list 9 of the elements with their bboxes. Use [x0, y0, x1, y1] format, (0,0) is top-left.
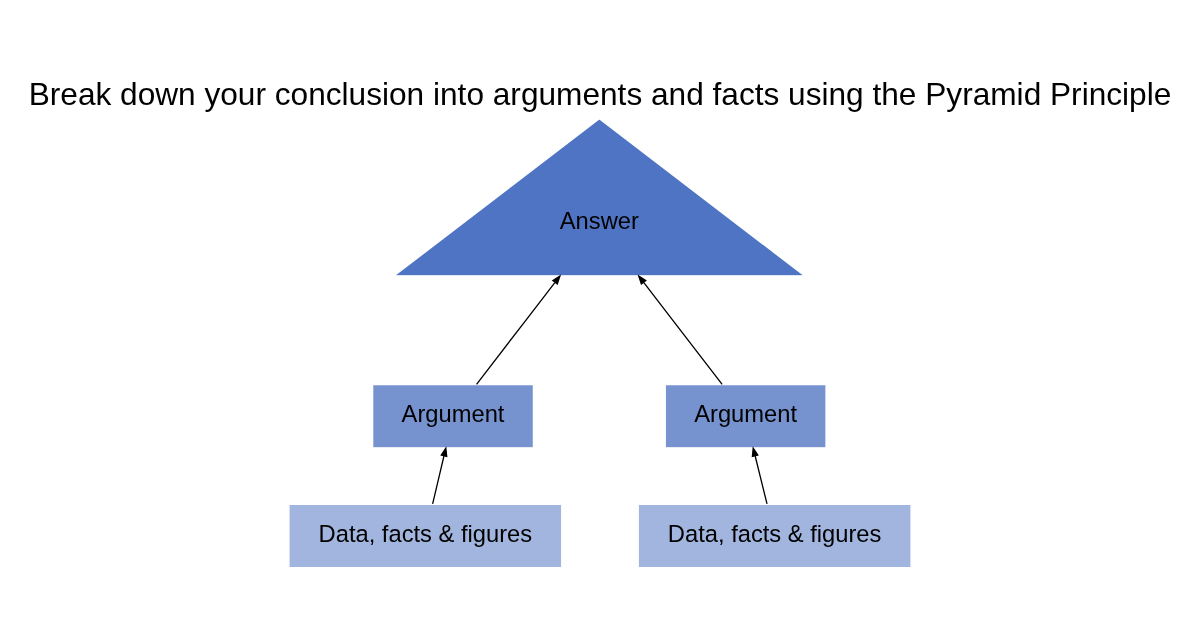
- arrow: [751, 445, 768, 505]
- node-box: Argument: [371, 383, 535, 448]
- arrow: [431, 445, 448, 505]
- node-box: Data, facts & figures: [288, 503, 563, 568]
- diagram-title: Break down your conclusion into arguments and facts using the Pyramid Principle: [28, 75, 1172, 112]
- node-box: Argument: [664, 383, 827, 448]
- arrow: [475, 273, 562, 385]
- arrow: [637, 273, 723, 385]
- node-box: Data, facts & figures: [637, 503, 912, 568]
